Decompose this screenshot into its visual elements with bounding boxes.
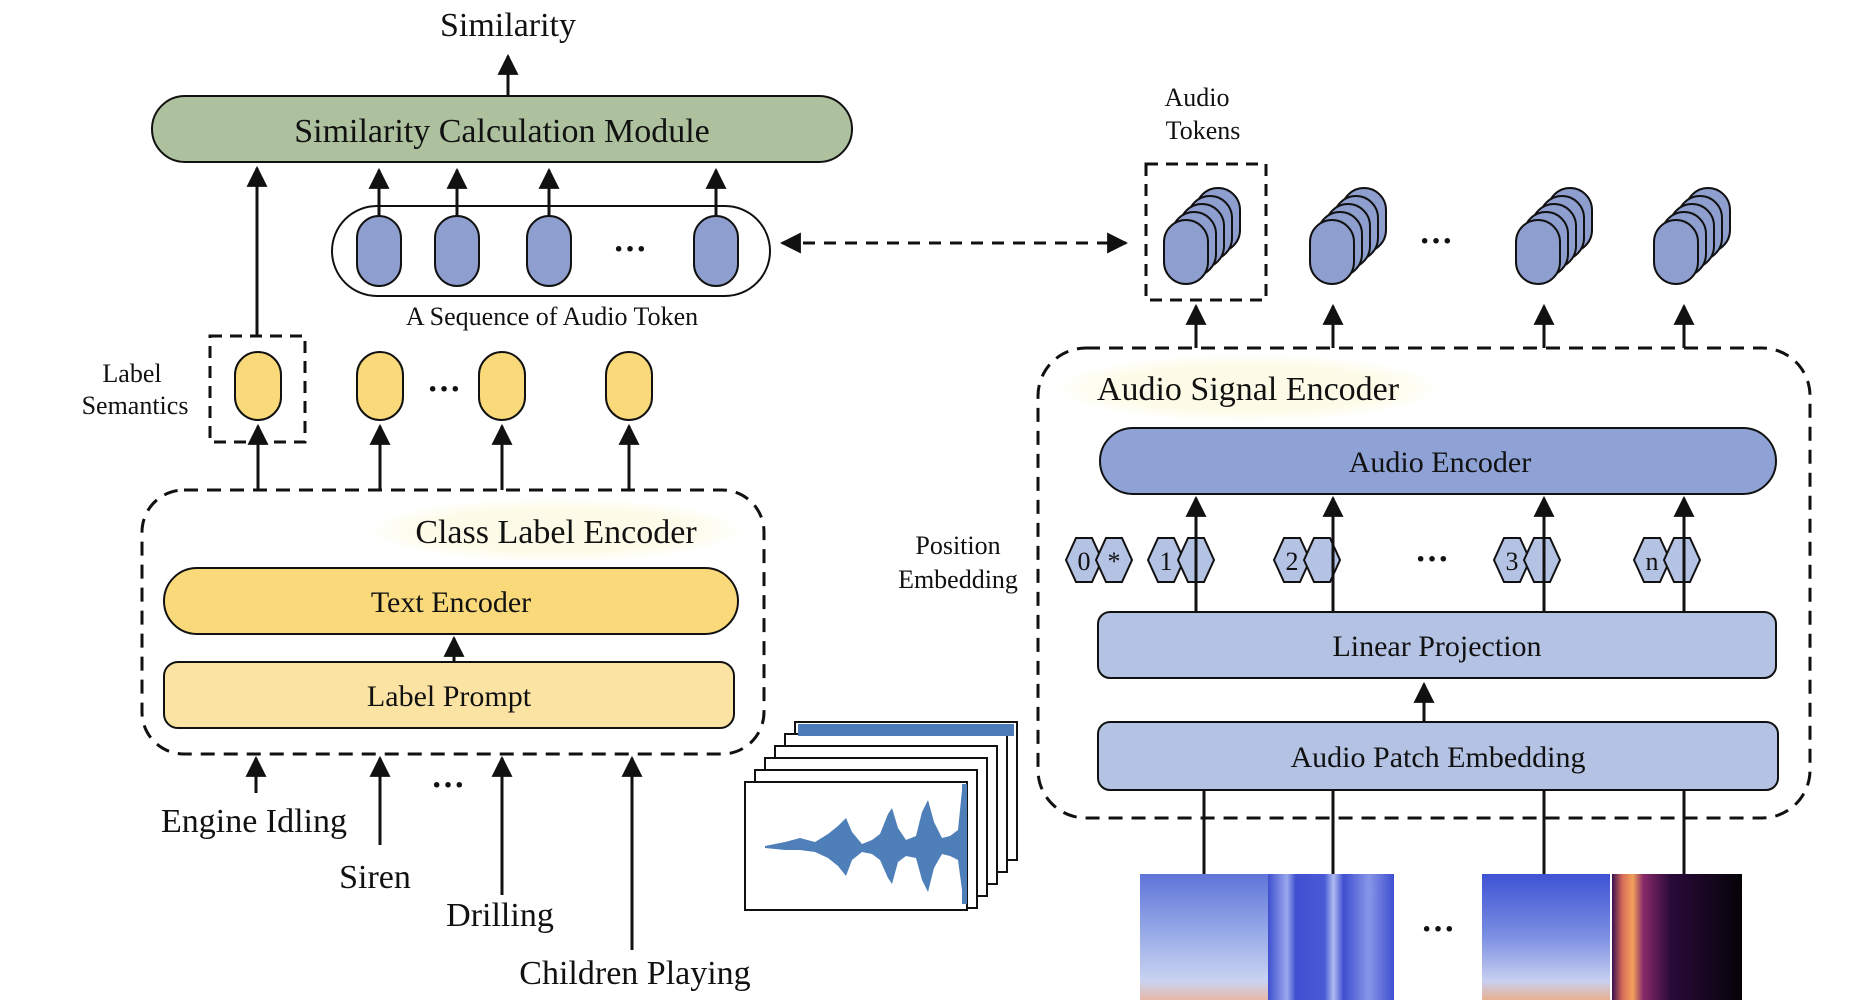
text-encoder-label: Text Encoder [371,586,531,619]
label-semantics-line1: Label [102,359,161,388]
position-hex-3-pair [1522,537,1562,583]
audio-token-layer [1515,219,1561,285]
linear-projection-label: Linear Projection [1332,630,1541,663]
audio-tokens-label-line2: Tokens [1166,116,1241,145]
waveform-front-edge [962,784,967,904]
position-embedding-line2: Embedding [898,565,1018,594]
label-semantics-line2: Semantics [82,391,189,420]
audio-tokens-ellipsis: ··· [1419,223,1453,260]
audio-encoder-label: Audio Encoder [1349,446,1531,479]
similarity-module-label: Similarity Calculation Module [294,113,710,150]
position-index-1: 1 [1160,547,1173,576]
audio-token [434,215,480,287]
audio-token-stack [1163,187,1241,285]
waveform-signal [765,784,966,896]
audio-token [693,215,739,287]
audio-patch-embedding-label: Audio Patch Embedding [1291,741,1586,774]
spectrogram-patch [1268,874,1394,1000]
class-labels-ellipsis: ··· [431,767,465,804]
audio-signal-encoder-title: Audio Signal Encoder [1097,371,1400,408]
spectrogram-patch [1482,874,1610,1000]
audio-token-layer [1653,219,1699,285]
spectrogram-patch [1140,874,1268,1000]
class-label-siren: Siren [339,859,411,896]
spectrogram-ellipsis: ··· [1421,911,1455,948]
audio-signal-encoder-title-highlight [1052,354,1444,422]
label-tokens-ellipsis: ··· [427,371,461,408]
audio-token-stack [1309,187,1387,285]
label-token [356,351,404,421]
audio-tokens-label-line1: Audio [1165,83,1230,112]
class-label-drilling: Drilling [446,897,554,934]
label-semantic-tokens: ··· [234,351,653,421]
audio-sequence-caption: A Sequence of Audio Token [406,302,698,331]
position-embedding-line1: Position [915,531,1000,560]
position-index-2: 2 [1286,547,1299,576]
spectrogram-patches: ··· [1140,874,1742,1000]
position-hex-n-pair [1662,537,1702,583]
class-label-engine-idling: Engine Idling [161,803,347,840]
text-encoder-block [163,567,739,635]
audio-token-stack [1515,187,1593,285]
similarity-output-label: Similarity [440,7,576,44]
class-label-encoder-container [140,488,766,756]
audio-token-stack [1653,187,1731,285]
class-label-encoder-title: Class Label Encoder [415,514,697,551]
position-hex-star [1094,537,1134,583]
waveform-strip-top [798,724,1014,736]
label-token [234,351,282,421]
spectrogram-patch [1612,874,1742,1000]
class-label-children-playing: Children Playing [519,955,750,992]
label-token [478,351,526,421]
audio-token [356,215,402,287]
selected-audio-token-box [1144,162,1268,302]
class-label-encoder-title-highlight [366,498,746,562]
position-index-n: n [1646,547,1659,576]
position-hex-2-pair [1302,537,1342,583]
audio-token-layer [1163,219,1209,285]
audio-encoder-block [1099,427,1777,495]
audio-token-layer [1309,219,1355,285]
audio-patch-embedding-block [1097,721,1779,791]
position-index-3: 3 [1506,547,1519,576]
linear-projection-block [1097,611,1777,679]
label-prompt-block [163,661,735,729]
similarity-calculation-module [151,95,853,163]
waveform-stack [744,721,1018,911]
label-prompt-label: Label Prompt [367,680,532,713]
label-token [605,351,653,421]
position-embedding-tokens: 0 * 1 2 3 n ··· [1064,537,1702,583]
position-embedding-ellipsis: ··· [1415,541,1449,578]
audio-token [526,215,572,287]
position-index-0: 0 [1078,547,1091,576]
position-index-star: * [1108,547,1121,576]
audio-sequence-ellipsis: ··· [613,231,647,268]
